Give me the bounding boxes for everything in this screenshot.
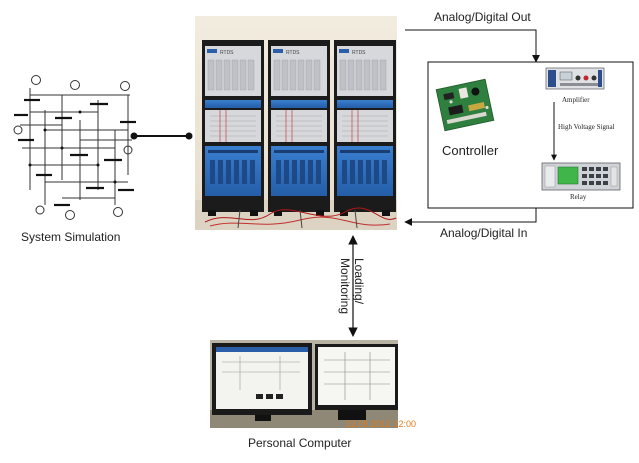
analog-digital-out-arrow (405, 29, 540, 63)
label-relay: Relay (570, 193, 587, 201)
rtds-rack-photo: RTDS RTDS RTDS (195, 16, 397, 230)
relay-image (541, 162, 621, 191)
rack-cabinet: RTDS (202, 40, 264, 216)
rack-cabinet: RTDS (268, 40, 330, 216)
label-loading-monitoring: Loading/ Monitoring (334, 258, 368, 324)
rack-brand-label: RTDS (352, 50, 366, 56)
label-personal-computer: Personal Computer (248, 436, 352, 450)
label-controller: Controller (442, 143, 499, 158)
label-analog-digital-out: Analog/Digital Out (434, 10, 531, 24)
analog-digital-in-arrow (404, 208, 537, 226)
controller-pcb-image (435, 78, 495, 132)
label-analog-digital-in: Analog/Digital In (440, 226, 528, 240)
personal-computer-photo: 22.05.2012 12:00 (210, 340, 416, 429)
rack-brand-label: RTDS (220, 50, 234, 56)
label-system-simulation: System Simulation (21, 230, 121, 244)
rack-brand-label: RTDS (286, 50, 300, 56)
loading-line: Loading/ (352, 258, 366, 305)
hardware-under-test-box (427, 61, 634, 209)
system-simulation-diagram (13, 75, 136, 220)
monitoring-line: Monitoring (338, 258, 352, 315)
amplifier-image (545, 67, 605, 90)
simulation-to-rack-connector (130, 132, 193, 140)
rack-cabinet: RTDS (334, 40, 396, 216)
pc-photo-timestamp: 22.05.2012 12:00 (346, 419, 416, 429)
label-high-voltage-signal: High Voltage Signal (558, 123, 615, 131)
label-amplifier: Amplifier (562, 96, 590, 104)
